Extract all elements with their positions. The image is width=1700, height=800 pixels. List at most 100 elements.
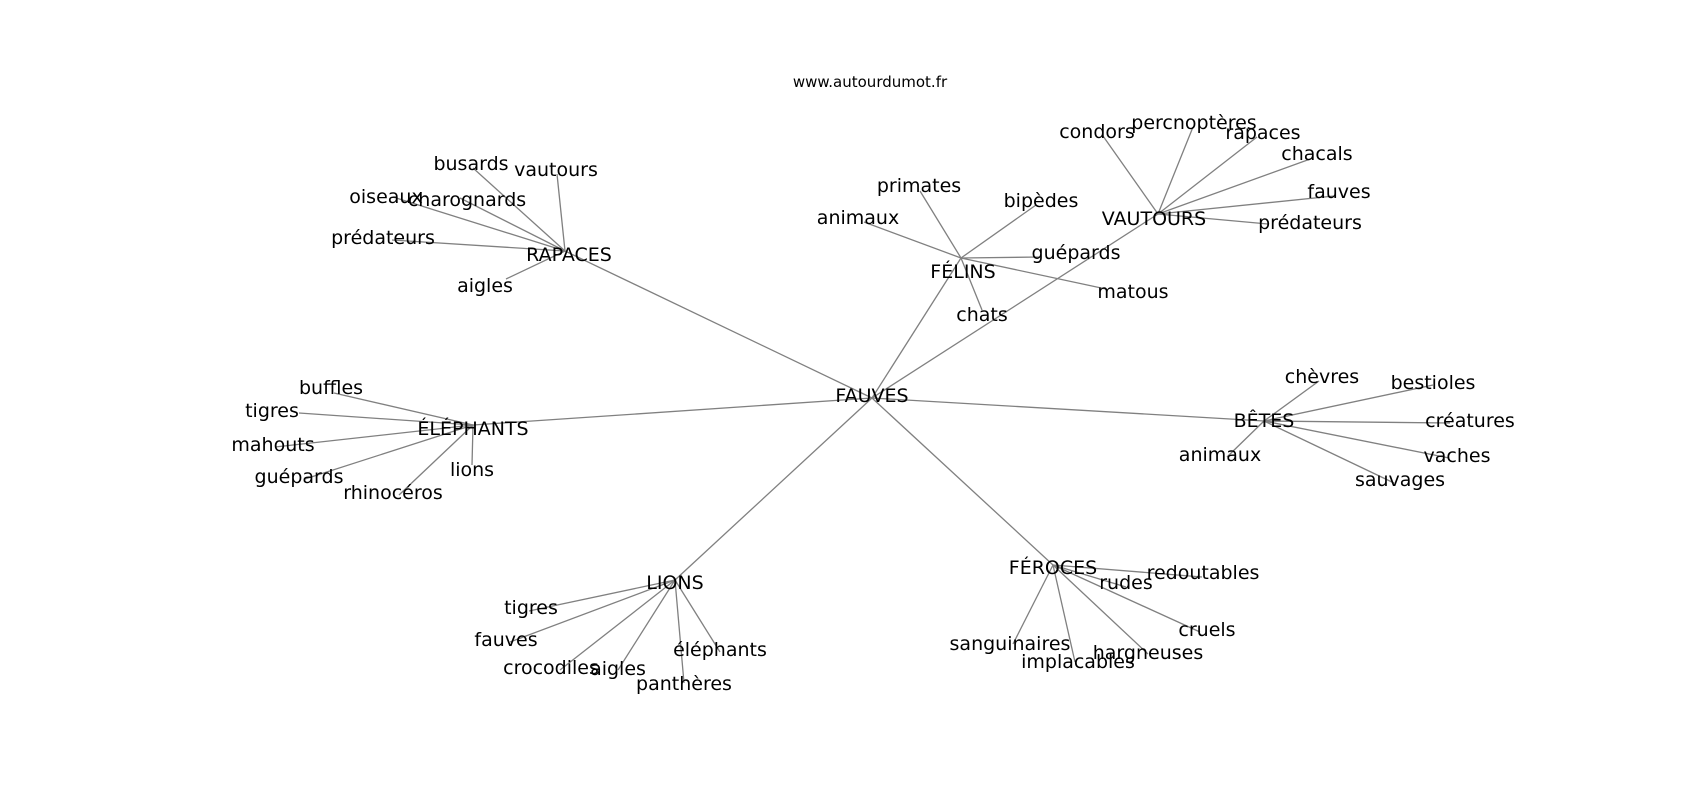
leaf-node-lions-fauves: fauves	[474, 629, 537, 651]
edge-elephants-rhinoceros	[398, 424, 474, 496]
graph-edges	[274, 126, 1451, 684]
leaf-node-feroces-sanguinaires: sanguinaires	[950, 633, 1071, 655]
edge-lions-elephants	[674, 579, 721, 653]
edge-lions-pantheres	[674, 579, 685, 684]
leaf-node-betes-vaches: vaches	[1424, 445, 1491, 467]
leaf-node-rapaces-busards: busards	[433, 153, 508, 175]
leaf-node-elephants-buffles: buffles	[299, 377, 363, 399]
leaf-node-felins-chats: chats	[956, 304, 1007, 326]
edge-root-lions	[674, 397, 873, 581]
leaf-node-feroces-hargneuses: hargneuses	[1093, 642, 1203, 664]
edge-vautours-chacals	[1157, 157, 1314, 215]
leaf-node-vautours-predateurs: prédateurs	[1258, 212, 1362, 234]
edge-rapaces-oiseaux	[392, 196, 566, 252]
leaf-node-feroces-rudes: rudes	[1099, 572, 1153, 594]
edge-rapaces-predateurs	[391, 239, 566, 252]
hub-node-betes: BÊTES	[1234, 409, 1295, 432]
leaf-node-elephants-guepards: guépards	[255, 466, 344, 488]
hub-node-lions: LIONS	[646, 572, 703, 594]
edge-rapaces-charognards	[459, 197, 566, 252]
hub-node-elephants: ÉLÉPHANTS	[417, 417, 528, 440]
edge-vautours-fauves	[1157, 195, 1335, 215]
edge-feroces-cruels	[1052, 564, 1201, 633]
leaf-node-rapaces-predateurs: prédateurs	[331, 227, 435, 249]
hub-node-felins: FÉLINS	[930, 260, 995, 283]
edge-betes-sauvages	[1263, 420, 1395, 484]
edge-felins-chats	[960, 257, 983, 311]
leaf-node-betes-bestioles: bestioles	[1391, 372, 1476, 394]
edge-felins-animaux	[863, 221, 962, 259]
edge-root-betes	[871, 397, 1265, 422]
edge-felins-guepards	[960, 256, 1041, 259]
leaf-node-rapaces-aigles: aigles	[457, 275, 513, 297]
leaf-node-elephants-lions: lions	[450, 459, 494, 481]
leaf-node-betes-sauvages: sauvages	[1355, 469, 1445, 491]
leaf-node-betes-creatures: créatures	[1425, 410, 1515, 432]
edge-feroces-rudes	[1052, 564, 1127, 588]
edge-vautours-rapaces	[1157, 136, 1258, 215]
edge-feroces-implacables	[1052, 564, 1076, 663]
edge-rapaces-vautours	[556, 173, 566, 252]
edge-lions-aigles	[617, 579, 676, 671]
leaf-node-rapaces-vautours: vautours	[514, 159, 598, 181]
site-credit: www.autourdumot.fr	[793, 73, 948, 91]
edge-elephants-tigres	[298, 412, 474, 426]
edge-elephants-lions	[471, 424, 474, 466]
leaf-node-lions-crocodiles: crocodiles	[503, 657, 599, 679]
edge-rapaces-aigles	[505, 250, 566, 280]
hub-node-vautours: VAUTOURS	[1102, 208, 1206, 230]
leaf-node-vautours-condors: condors	[1059, 121, 1135, 143]
leaf-node-felins-guepards: guépards	[1032, 242, 1121, 264]
edge-felins-matous	[960, 257, 1107, 290]
edge-elephants-guepards	[304, 424, 474, 480]
leaf-node-feroces-implacables: implacables	[1021, 651, 1135, 673]
edge-felins-bipedes	[960, 204, 1037, 259]
leaf-node-feroces-cruels: cruels	[1178, 619, 1235, 641]
hub-node-feroces: FÉROCES	[1009, 556, 1097, 579]
edge-lions-tigres	[528, 579, 676, 612]
leaf-node-felins-bipedes: bipèdes	[1004, 190, 1079, 212]
edge-betes-animaux	[1226, 420, 1265, 458]
leaf-node-elephants-tigres: tigres	[245, 400, 299, 422]
leaf-node-felins-matous: matous	[1097, 281, 1168, 303]
leaf-node-feroces-redoutables: redoutables	[1147, 562, 1260, 584]
graph-labels: FAUVES RAPACES busards vautours oiseauxcharo…	[231, 112, 1514, 695]
edge-feroces-sanguinaires	[1012, 564, 1054, 645]
edge-vautours-condors	[1102, 135, 1159, 215]
edge-betes-creatures	[1263, 420, 1451, 424]
leaf-node-vautours-chacals: chacals	[1281, 143, 1352, 165]
edge-betes-vaches	[1263, 420, 1450, 459]
edge-lions-crocodiles	[559, 579, 676, 671]
leaf-node-betes-chevres: chèvres	[1285, 366, 1359, 388]
edge-vautours-percnopteres	[1157, 126, 1194, 215]
leaf-node-elephants-rhinoceros: rhinocéros	[343, 482, 443, 504]
edge-rapaces-busards	[472, 167, 566, 252]
leaf-node-lions-aigles: aigles	[590, 658, 646, 680]
edge-root-felins	[871, 257, 962, 399]
leaf-node-lions-pantheres: panthères	[636, 673, 732, 695]
edge-root-vautours	[871, 213, 1159, 399]
edge-betes-bestioles	[1263, 384, 1434, 422]
edge-vautours-predateurs	[1157, 213, 1269, 225]
leaf-node-rapaces-oiseaux: oiseaux	[349, 186, 422, 208]
edge-root-rapaces	[564, 250, 873, 399]
edge-elephants-mahouts	[274, 424, 474, 448]
leaf-node-betes-animaux: animaux	[1179, 444, 1261, 466]
leaf-node-lions-elephants: éléphants	[673, 639, 767, 661]
leaf-node-vautours-percnopteres: percnoptères	[1131, 112, 1256, 134]
leaf-node-elephants-mahouts: mahouts	[231, 434, 314, 456]
edge-feroces-redoutables	[1052, 564, 1203, 578]
leaf-node-vautours-fauves: fauves	[1307, 181, 1370, 203]
leaf-node-vautours-rapaces: rapaces	[1225, 122, 1300, 144]
edge-root-elephants	[472, 397, 873, 426]
edge-feroces-hargneuses	[1052, 564, 1149, 655]
hub-node-rapaces: RAPACES	[526, 244, 612, 266]
edge-root-feroces	[871, 397, 1054, 566]
leaf-node-rapaces-charognards: charognards	[408, 189, 526, 211]
root-node-label: FAUVES	[835, 385, 908, 407]
edge-betes-chevres	[1263, 380, 1320, 422]
leaf-node-felins-animaux: animaux	[817, 207, 899, 229]
leaf-node-felins-primates: primates	[877, 175, 961, 197]
edge-felins-primates	[919, 190, 962, 259]
